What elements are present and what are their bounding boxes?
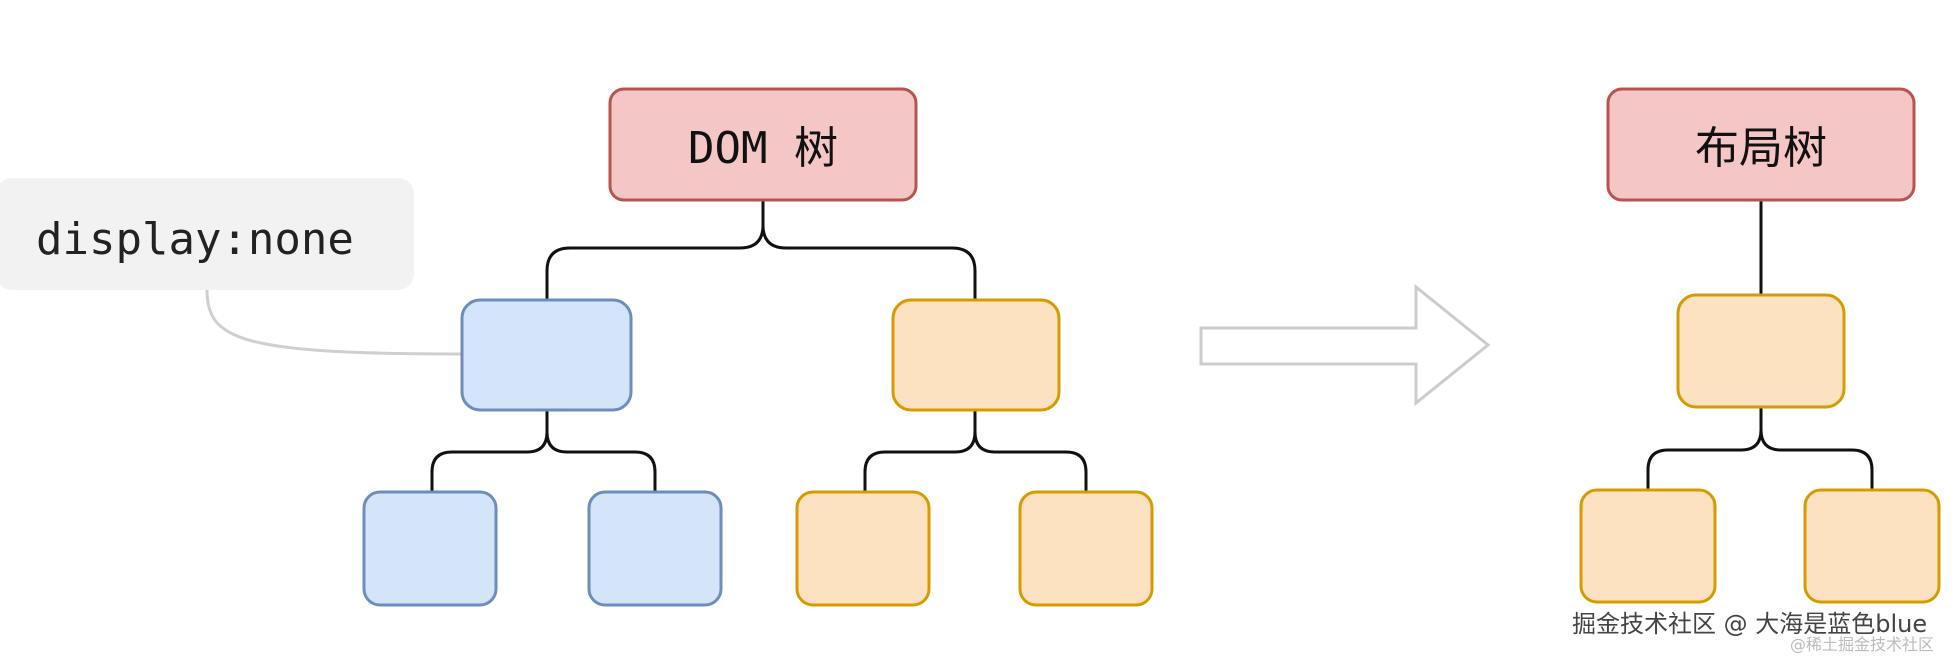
layout-visible-child-left — [1579, 488, 1717, 604]
connector-root-to-orange — [761, 200, 977, 300]
dom-visible-child-right — [1018, 490, 1154, 607]
layout-tree: 布局树 — [1579, 87, 1941, 604]
dom-hidden-node — [460, 298, 633, 412]
connector-blue-to-right-leaf — [545, 410, 657, 492]
connector-layout-child-to-right-leaf — [1759, 407, 1874, 490]
dom-hidden-child-right — [587, 490, 723, 607]
connector-layout-child-to-left-leaf — [1646, 407, 1763, 490]
layout-tree-root-node — [1606, 87, 1916, 202]
display-none-note-text: display:none — [36, 214, 354, 265]
dom-tree-root-label: DOM 树 — [688, 123, 838, 174]
dom-tree-connectors — [430, 200, 1088, 492]
display-none-note — [0, 178, 414, 290]
dom-hidden-child-left — [362, 490, 498, 607]
connector-orange-to-right-leaf — [973, 410, 1088, 492]
layout-visible-child-right — [1803, 488, 1941, 604]
dom-visible-node — [891, 298, 1061, 412]
note-pointer-line — [205, 289, 463, 356]
dom-tree: DOM 树 — [362, 87, 1154, 607]
layout-visible-node — [1676, 293, 1846, 409]
connector-root-to-blue — [545, 200, 765, 300]
transform-arrow — [1199, 283, 1491, 407]
dom-tree-root-node — [608, 87, 918, 202]
watermark-text: 掘金技术社区 @ 大海是蓝色blue — [1572, 610, 1927, 638]
connector-orange-to-left-leaf — [863, 410, 977, 492]
connector-blue-to-left-leaf — [430, 410, 549, 492]
layout-tree-connectors — [1646, 200, 1874, 490]
dom-visible-child-left — [795, 490, 931, 607]
layout-tree-root-label: 布局树 — [1695, 123, 1827, 174]
watermark-subtext: @稀土掘金技术社区 — [1790, 635, 1934, 654]
